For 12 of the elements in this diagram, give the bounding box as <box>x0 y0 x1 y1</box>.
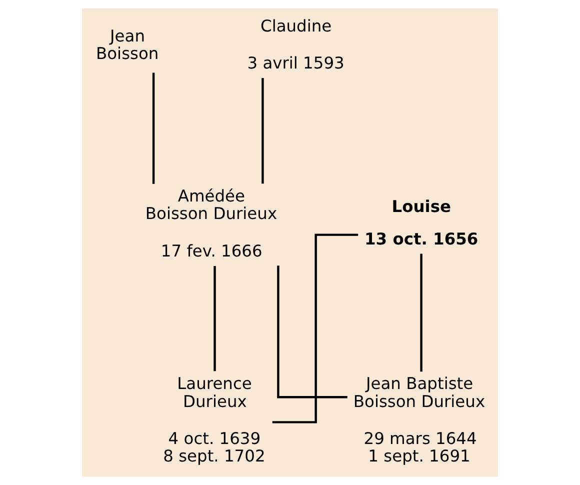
node-text: Jean Boisson <box>96 26 159 63</box>
node-text: Jean Baptiste Boisson Durieux 29 mars 1644 1 sept. 1691 <box>353 374 486 466</box>
node-text: Amédée Boisson Durieux 17 fev. 1666 <box>145 186 278 260</box>
connector <box>152 72 155 184</box>
node-text: Laurence Durieux 4 oct. 1639 8 sept. 1702 <box>163 374 266 466</box>
connector <box>420 254 422 372</box>
connector <box>214 266 216 372</box>
connector <box>262 78 264 184</box>
node-text: Louise 13 oct. 1656 <box>364 196 478 248</box>
connector <box>272 234 358 424</box>
connector <box>277 266 348 398</box>
node-text: Claudine 3 avril 1593 <box>247 16 344 73</box>
